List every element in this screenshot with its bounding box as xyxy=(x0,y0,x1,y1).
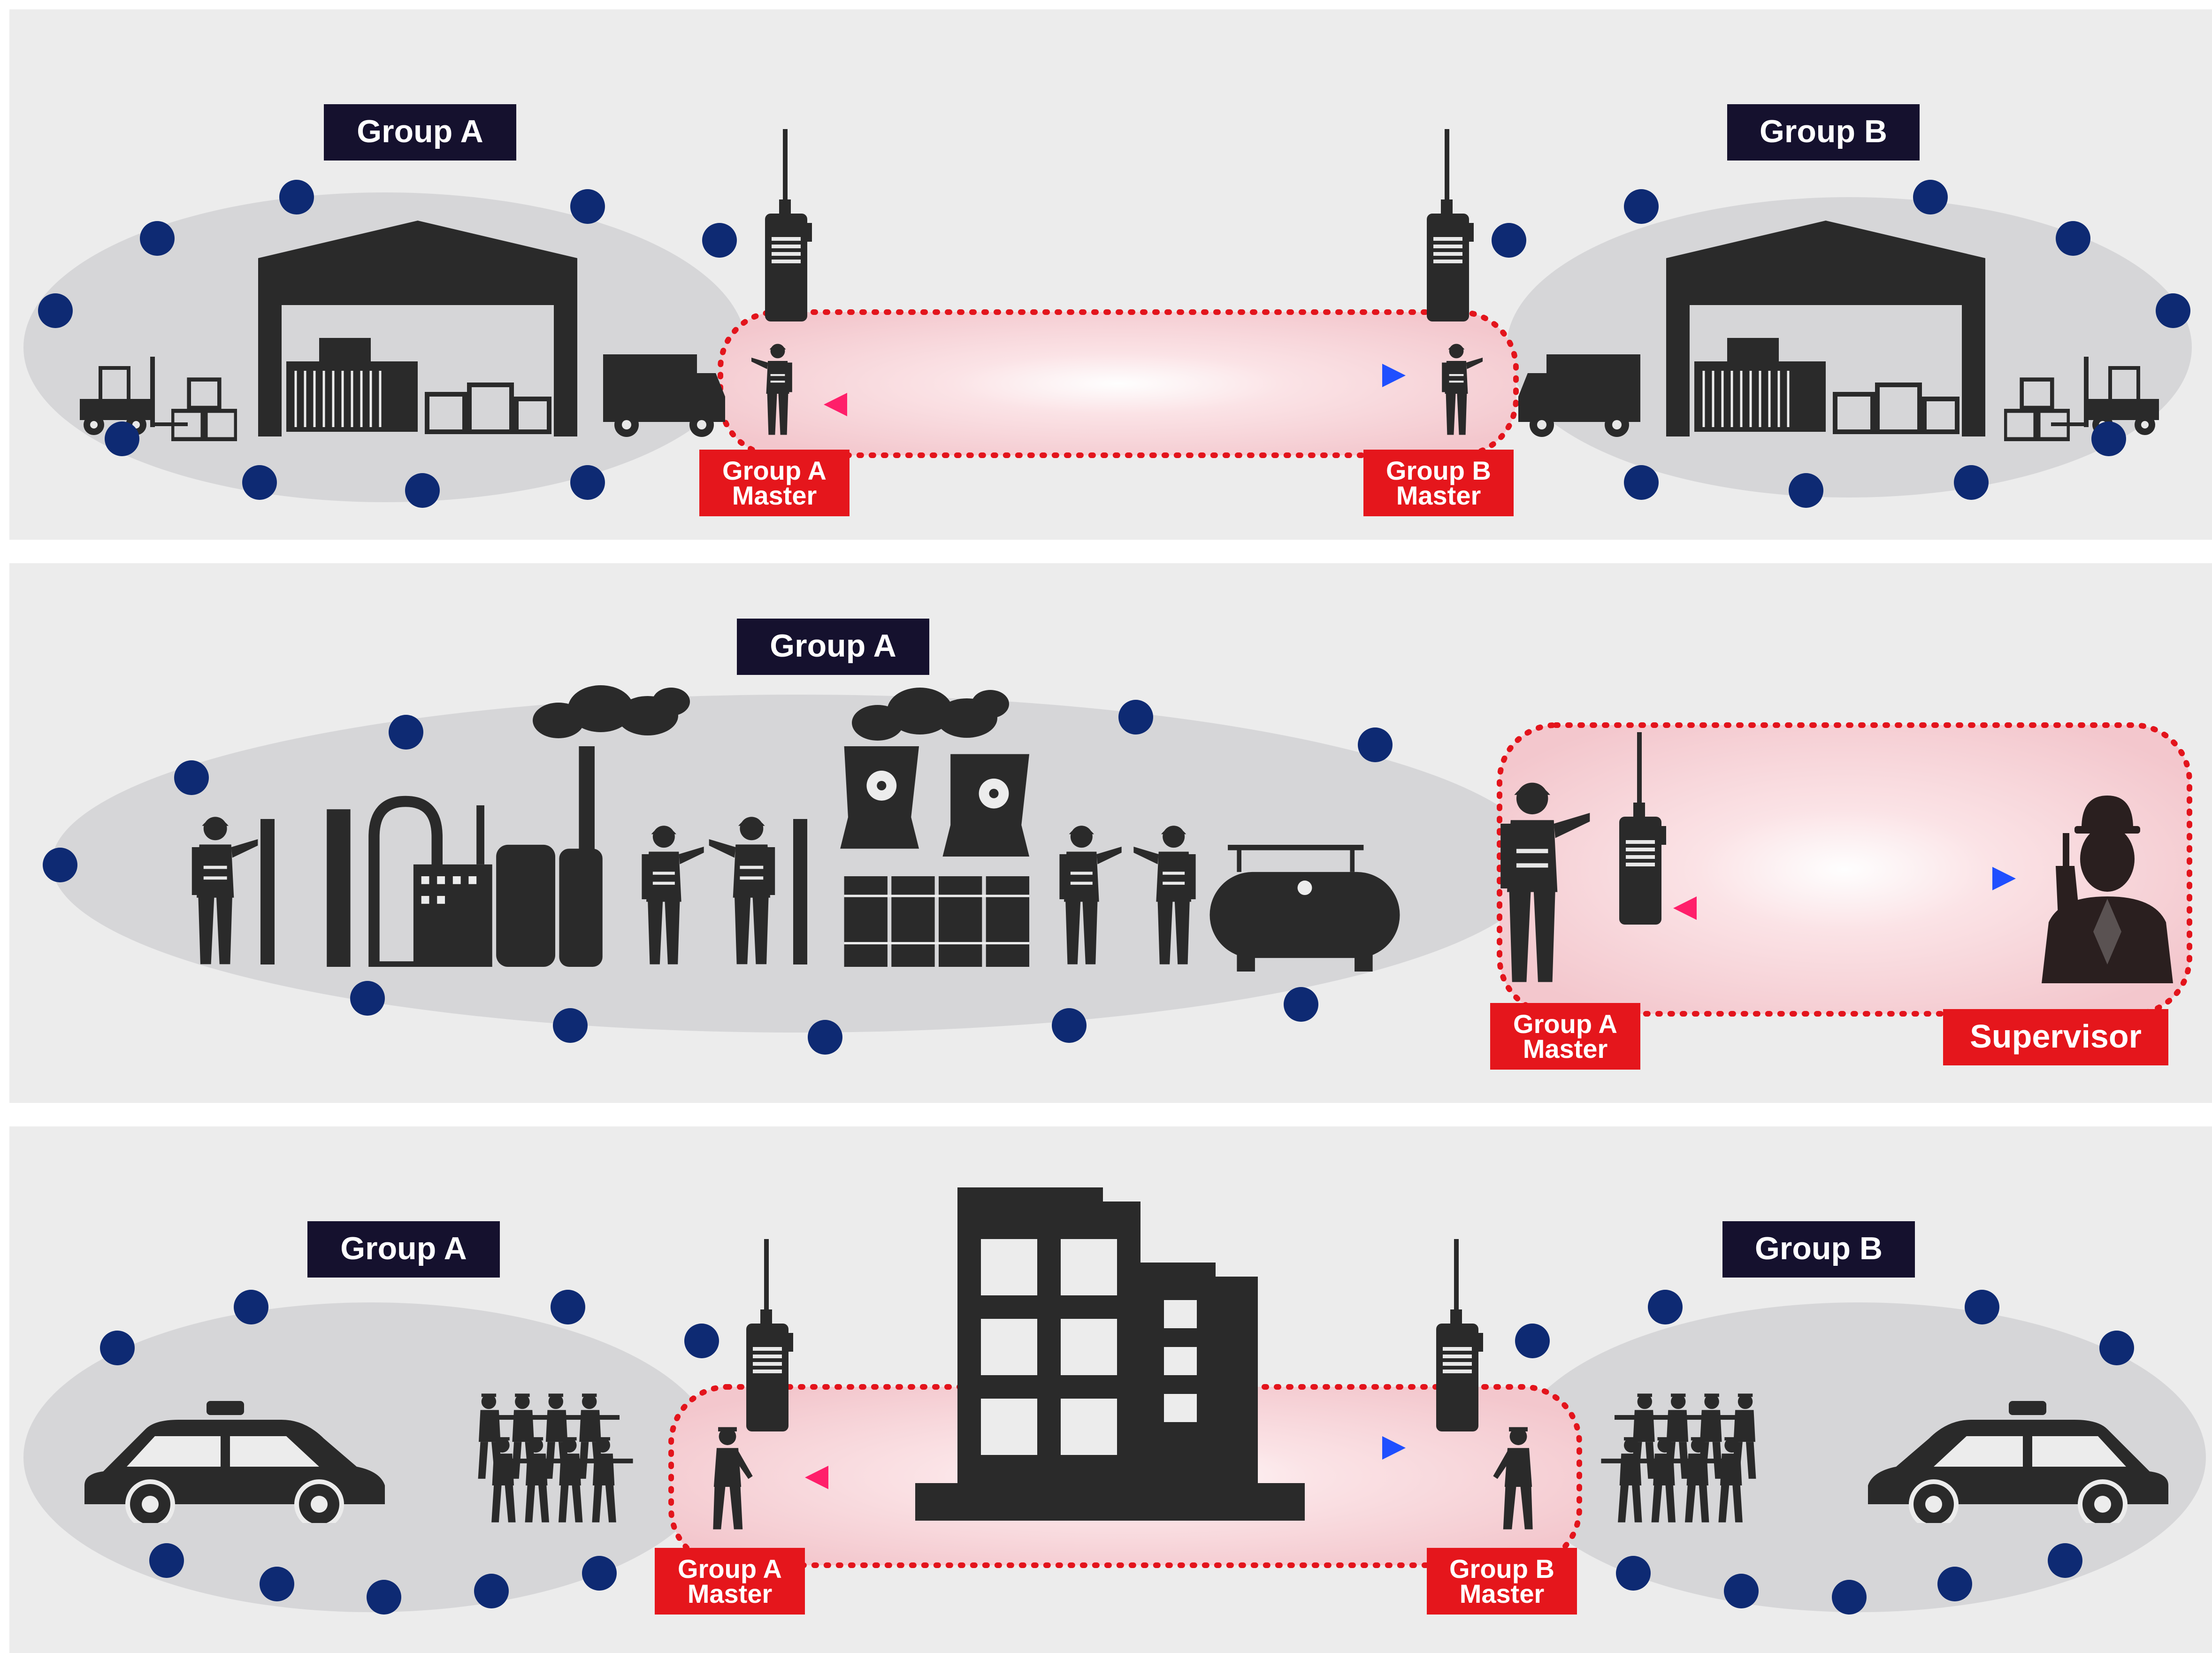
member-dot xyxy=(1937,1567,1972,1601)
member-dot xyxy=(140,221,175,256)
svg-text:Group A: Group A xyxy=(770,628,896,664)
member-dot xyxy=(2048,1543,2082,1578)
member-dot xyxy=(43,848,77,882)
panel-warehouse: Group A Group B Group A Master Group B M… xyxy=(9,9,2212,540)
member-dot xyxy=(582,1556,617,1591)
member-dot xyxy=(2156,293,2190,328)
group-a-label: Group A xyxy=(737,619,929,675)
member-dot xyxy=(38,293,73,328)
member-dot xyxy=(684,1324,719,1358)
member-dot xyxy=(2099,1331,2134,1365)
member-dot xyxy=(1832,1580,1867,1615)
member-dot xyxy=(1052,1008,1087,1043)
member-dot xyxy=(100,1331,135,1365)
member-dots-layer xyxy=(38,180,2190,1615)
police-car-right: POLICE xyxy=(1868,1401,2168,1527)
member-dot xyxy=(570,465,605,500)
group-a-master-label: Group A Master xyxy=(655,1548,805,1615)
member-dot xyxy=(808,1020,842,1055)
group-b-master-label: Group B Master xyxy=(1427,1548,1577,1615)
master-link-zone xyxy=(718,309,1519,458)
svg-text:Group A: Group A xyxy=(722,456,827,485)
member-dot xyxy=(1616,1556,1651,1591)
group-b-label: Group B xyxy=(1722,1221,1915,1278)
member-dot xyxy=(260,1567,294,1601)
member-dot xyxy=(389,715,423,750)
valve-icon xyxy=(793,819,807,964)
svg-text:Group B: Group B xyxy=(1386,456,1491,485)
member-dot xyxy=(1284,987,1318,1022)
group-a-master-label: Group A Master xyxy=(1490,1003,1640,1070)
police-car-text: POLICE xyxy=(179,1473,263,1498)
member-dot xyxy=(367,1580,401,1615)
member-dot xyxy=(1724,1574,1759,1608)
supervisor-link-zone xyxy=(1497,722,2192,1017)
member-dot xyxy=(1358,727,1393,762)
panel-industrial: Group A Group A Master Supervisor xyxy=(9,563,2212,1103)
member-dot xyxy=(1965,1290,1999,1324)
group-a-coverage-area xyxy=(23,1302,718,1612)
member-dot xyxy=(474,1574,509,1608)
svg-text:Master: Master xyxy=(1396,481,1481,510)
svg-text:Group A: Group A xyxy=(340,1231,467,1266)
member-dot xyxy=(1118,700,1153,735)
svg-text:Group B: Group B xyxy=(1760,114,1887,149)
member-dot xyxy=(242,465,277,500)
svg-text:Supervisor: Supervisor xyxy=(1970,1018,2142,1055)
svg-text:Master: Master xyxy=(732,481,817,510)
supervisor-label: Supervisor xyxy=(1943,1009,2168,1065)
svg-text:Group A: Group A xyxy=(678,1554,782,1584)
member-dot xyxy=(1624,189,1659,224)
group-a-label: Group A xyxy=(324,104,516,161)
member-dot xyxy=(2056,221,2090,256)
group-a-master-label: Group A Master xyxy=(699,450,850,516)
svg-text:Group B: Group B xyxy=(1449,1554,1554,1584)
valve-icon xyxy=(260,819,275,964)
member-dot xyxy=(702,223,737,258)
svg-text:Master: Master xyxy=(1523,1034,1608,1064)
group-b-master-label: Group B Master xyxy=(1363,450,1514,516)
member-dot xyxy=(553,1008,588,1043)
member-dot xyxy=(1515,1324,1550,1358)
member-dot xyxy=(551,1290,585,1324)
svg-text:Master: Master xyxy=(688,1579,773,1608)
member-dot xyxy=(105,421,139,456)
police-car-left: POLICE xyxy=(84,1401,385,1527)
member-dot xyxy=(149,1543,184,1578)
member-dot xyxy=(1913,180,1948,214)
svg-text:Group A: Group A xyxy=(357,114,483,149)
member-dot xyxy=(1624,465,1659,500)
member-dot xyxy=(1789,473,1823,508)
member-dot xyxy=(174,760,209,795)
panel-police: POLICE POLICE Group A Group B Group A Ma… xyxy=(9,1126,2212,1653)
member-dot xyxy=(570,189,605,224)
member-dot xyxy=(2091,421,2126,456)
group-a-label: Group A xyxy=(307,1221,500,1278)
svg-text:Group B: Group B xyxy=(1755,1231,1883,1266)
group-b-label: Group B xyxy=(1727,104,1920,161)
member-dot xyxy=(405,473,440,508)
member-dot xyxy=(279,180,314,214)
member-dot xyxy=(1648,1290,1683,1324)
svg-text:Master: Master xyxy=(1460,1579,1545,1608)
svg-text:Group A: Group A xyxy=(1513,1009,1617,1039)
member-dot xyxy=(234,1290,268,1324)
member-dot xyxy=(350,981,385,1016)
police-car-text: POLICE xyxy=(1990,1473,2074,1498)
member-dot xyxy=(1954,465,1989,500)
member-dot xyxy=(1492,223,1526,258)
group-b-coverage-area xyxy=(1511,1302,2206,1612)
